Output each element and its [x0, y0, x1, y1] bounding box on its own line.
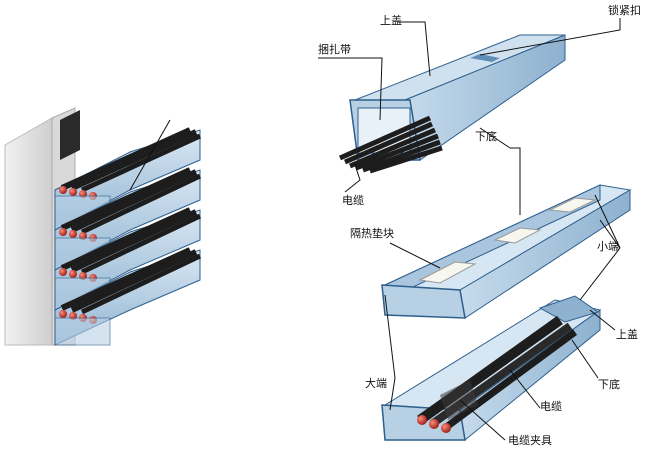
spacer-block-3	[548, 197, 597, 213]
spacer-block-1	[418, 261, 477, 284]
wall-panel	[4, 117, 53, 346]
label-spacer-block: 隔热垫块	[350, 226, 394, 240]
labels: 上盖 锁紧扣 捆扎带 下底 电缆 隔热垫块 小端 上盖 大端 下底 电缆 电缆夹…	[318, 3, 641, 447]
wall-mounted-stack	[4, 107, 202, 346]
cable-clamp-body	[440, 380, 478, 420]
label-bottom-base-1: 下底	[475, 129, 497, 143]
label-large-end: 大端	[365, 376, 387, 390]
label-top-cover-2: 上盖	[616, 327, 638, 341]
label-lock-buckle: 锁紧扣	[608, 3, 641, 17]
tray-level-3	[54, 207, 202, 311]
tray-level-4	[54, 247, 202, 346]
leader-lines	[129, 18, 621, 441]
spacer-block-2	[493, 227, 542, 244]
open-bottom-tray	[381, 184, 632, 319]
label-cable-1: 电缆	[342, 194, 364, 207]
lock-buckle-band	[470, 54, 500, 62]
bottom-tray-large-end	[381, 284, 466, 319]
clamp-tray-assembly	[381, 295, 602, 441]
label-cable-clamp: 电缆夹具	[508, 434, 552, 447]
label-cable-2: 电缆	[540, 400, 562, 413]
closed-tray-assembly	[338, 34, 566, 174]
label-cable-tie: 捆扎带	[318, 42, 351, 56]
label-bottom-base-2: 下底	[598, 377, 620, 391]
label-top-cover-1: 上盖	[380, 13, 402, 27]
label-small-end: 小端	[597, 240, 619, 253]
cables-bundle	[338, 115, 443, 174]
clamp-cables	[417, 315, 578, 433]
post-channel	[60, 110, 80, 160]
